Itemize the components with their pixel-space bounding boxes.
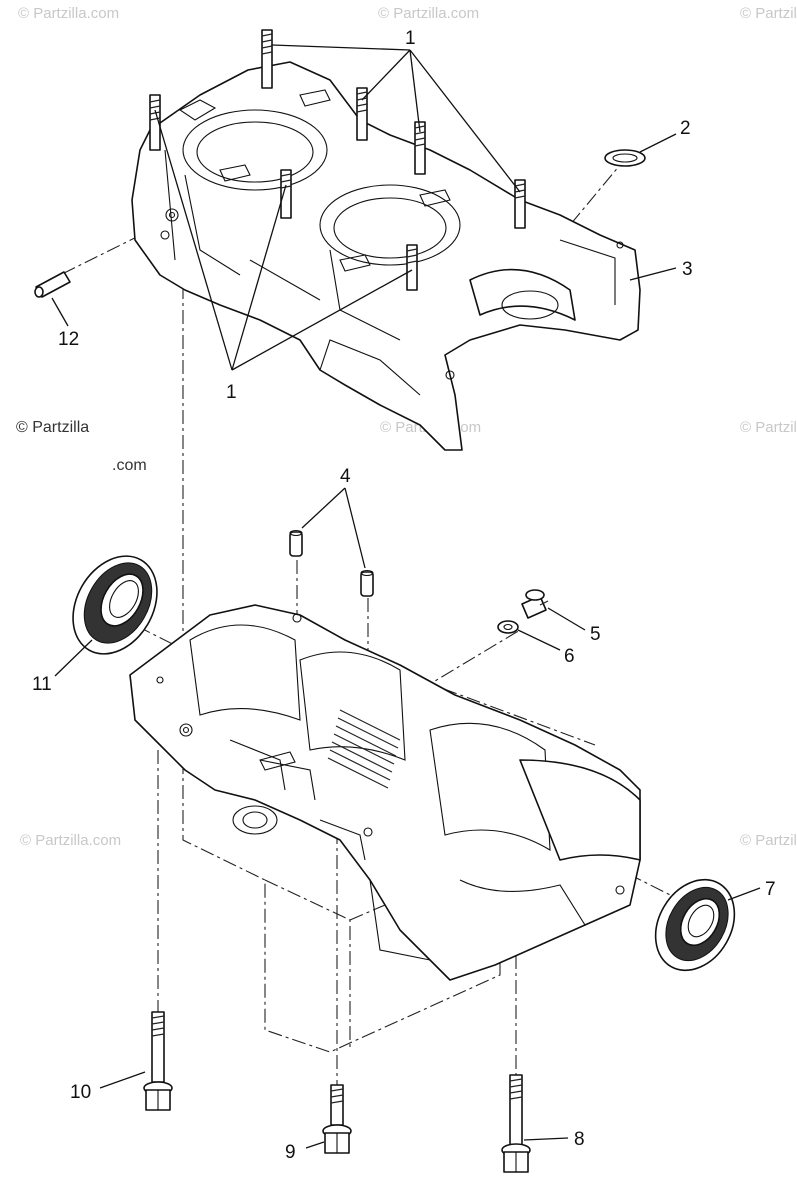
watermark-main: .com	[112, 457, 147, 474]
part-5-plug	[521, 589, 549, 619]
stud	[261, 29, 273, 89]
callout-label-1: 1	[405, 28, 416, 49]
callout-label-1: 1	[226, 382, 237, 403]
callout-label-9: 9	[285, 1142, 296, 1163]
lower-crankcase	[129, 604, 641, 981]
upper-crankcase	[131, 29, 641, 451]
callout-label-7: 7	[765, 879, 776, 900]
callout-label-11: 11	[32, 674, 52, 695]
stud	[149, 94, 161, 151]
stud	[406, 244, 418, 291]
watermark: © Partzilla.com	[20, 832, 121, 849]
stud	[280, 169, 292, 219]
callout-label-4: 4	[340, 466, 351, 487]
watermark: © Partzilla.com	[740, 832, 797, 849]
callout-labels: 1 1 2 3 4 5 6 7 8 9 10 11 12	[32, 28, 776, 1163]
watermark-main: © Partzilla	[16, 419, 89, 436]
part-4-dowel	[289, 529, 303, 557]
callout-label-8: 8	[574, 1129, 585, 1150]
part-9-bolt	[322, 1084, 352, 1154]
part-4-dowel	[360, 569, 374, 597]
watermark: © Partzilla.com	[378, 5, 479, 22]
stud	[356, 87, 368, 141]
callout-label-10: 10	[70, 1082, 91, 1103]
part-11-seal	[72, 555, 158, 655]
leader-lines	[51, 44, 761, 1149]
stud	[514, 179, 526, 229]
part-8-bolt	[501, 1074, 531, 1173]
part-2-oring	[604, 149, 646, 167]
callout-label-12: 12	[58, 329, 79, 350]
watermark: © Partzilla.com	[740, 5, 797, 22]
part-10-bolt	[143, 1011, 173, 1111]
part-6-washer	[497, 620, 519, 634]
watermark: © Partzilla.com	[740, 419, 797, 436]
gear-fins	[327, 709, 401, 789]
callout-label-2: 2	[680, 118, 691, 139]
callout-label-6: 6	[564, 646, 575, 667]
callout-label-5: 5	[590, 624, 601, 645]
part-7-seal	[654, 878, 736, 972]
part-12-pin	[34, 271, 71, 298]
callout-label-3: 3	[682, 259, 693, 280]
stud	[414, 121, 426, 175]
watermark: © Partzilla.com	[18, 5, 119, 22]
